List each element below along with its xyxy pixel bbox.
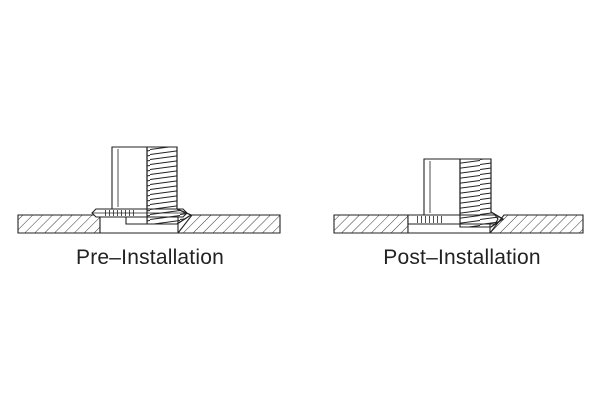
pre-insert-body (111, 146, 148, 210)
post-insert-thread (459, 158, 505, 228)
post-installation-caption: Post–Installation (383, 246, 541, 269)
pre-installation-caption: Pre–Installation (76, 246, 224, 269)
post-installation-figure (333, 158, 584, 234)
pre-sheet-left (17, 212, 101, 234)
pre-sheet-right (176, 214, 281, 234)
pre-insert-shank (125, 216, 148, 225)
pre-installation-figure (17, 146, 281, 234)
post-insert-body (423, 158, 461, 216)
post-sheet-right (488, 214, 584, 234)
pre-insert-thread (146, 146, 193, 225)
post-sheet-left (333, 214, 409, 234)
